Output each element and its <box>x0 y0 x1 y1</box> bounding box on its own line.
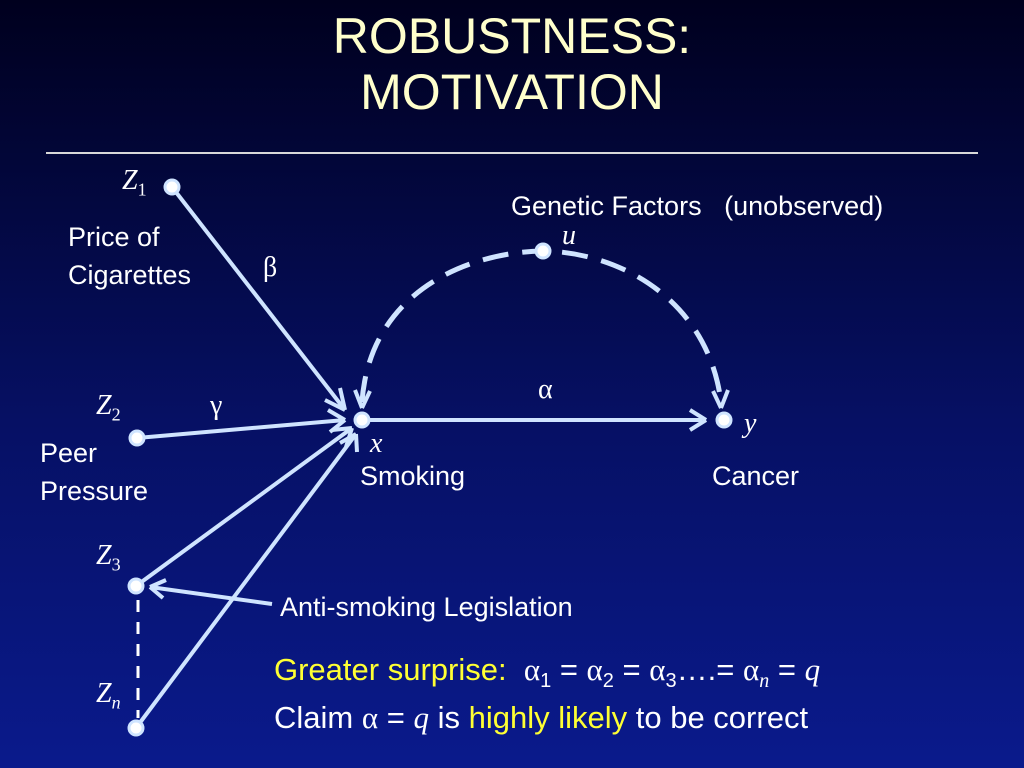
edge-z2-x <box>136 418 346 440</box>
zn-var: Zn <box>96 678 121 713</box>
title-line-2: MOTIVATION <box>360 64 664 120</box>
edge-zn-x-head <box>339 432 359 453</box>
node-z1 <box>163 178 181 196</box>
z3-annotation: Anti-smoking Legislation <box>280 592 573 622</box>
y-label: Cancer <box>712 461 800 491</box>
confounder-arc-head-right <box>711 389 730 409</box>
edge-legislation-pointer <box>149 585 273 606</box>
z1-var: Z1 <box>122 165 147 200</box>
edge-x-y-head <box>688 408 708 432</box>
edge-z1-x <box>170 185 347 412</box>
confounder-arc-head-left <box>353 389 372 409</box>
u-var: u <box>562 220 576 251</box>
z2-var: Z2 <box>96 390 121 425</box>
edge-z3-x <box>134 426 354 588</box>
x-label: Smoking <box>360 461 466 491</box>
alpha-label: α <box>538 374 553 405</box>
edge-legislation-head <box>148 578 167 600</box>
highly-likely-text: highly likely <box>468 700 628 735</box>
node-z2 <box>128 429 146 447</box>
u-note: (unobserved) <box>724 191 884 221</box>
beta-label: β <box>263 252 278 283</box>
greater-surprise-line: Greater surprise: α1 = α2 = α3….= αn = q <box>274 652 821 693</box>
greater-surprise-label: Greater surprise: <box>274 652 507 687</box>
x-var: x <box>370 428 383 459</box>
z2-label: Peer Pressure <box>40 438 149 506</box>
gamma-label: γ <box>210 390 223 421</box>
slide-title: ROBUSTNESS: MOTIVATION <box>0 8 1024 120</box>
edge-zn-x <box>134 432 358 730</box>
edge-z1-x-head <box>324 387 347 412</box>
title-line-1: ROBUSTNESS: <box>332 8 692 64</box>
u-label: Genetic Factors (unobserved) <box>511 191 884 221</box>
z3-var: Z3 <box>96 540 121 575</box>
title-divider <box>46 152 978 154</box>
node-y <box>715 411 733 429</box>
claim-line: Claim α = q is highly likely to be corre… <box>274 700 809 735</box>
node-x <box>353 411 371 429</box>
y-var: y <box>744 408 757 439</box>
node-zn <box>127 719 145 737</box>
node-u <box>534 242 552 260</box>
z1-label: Price of Cigarettes <box>68 222 192 290</box>
node-z3 <box>127 577 145 595</box>
